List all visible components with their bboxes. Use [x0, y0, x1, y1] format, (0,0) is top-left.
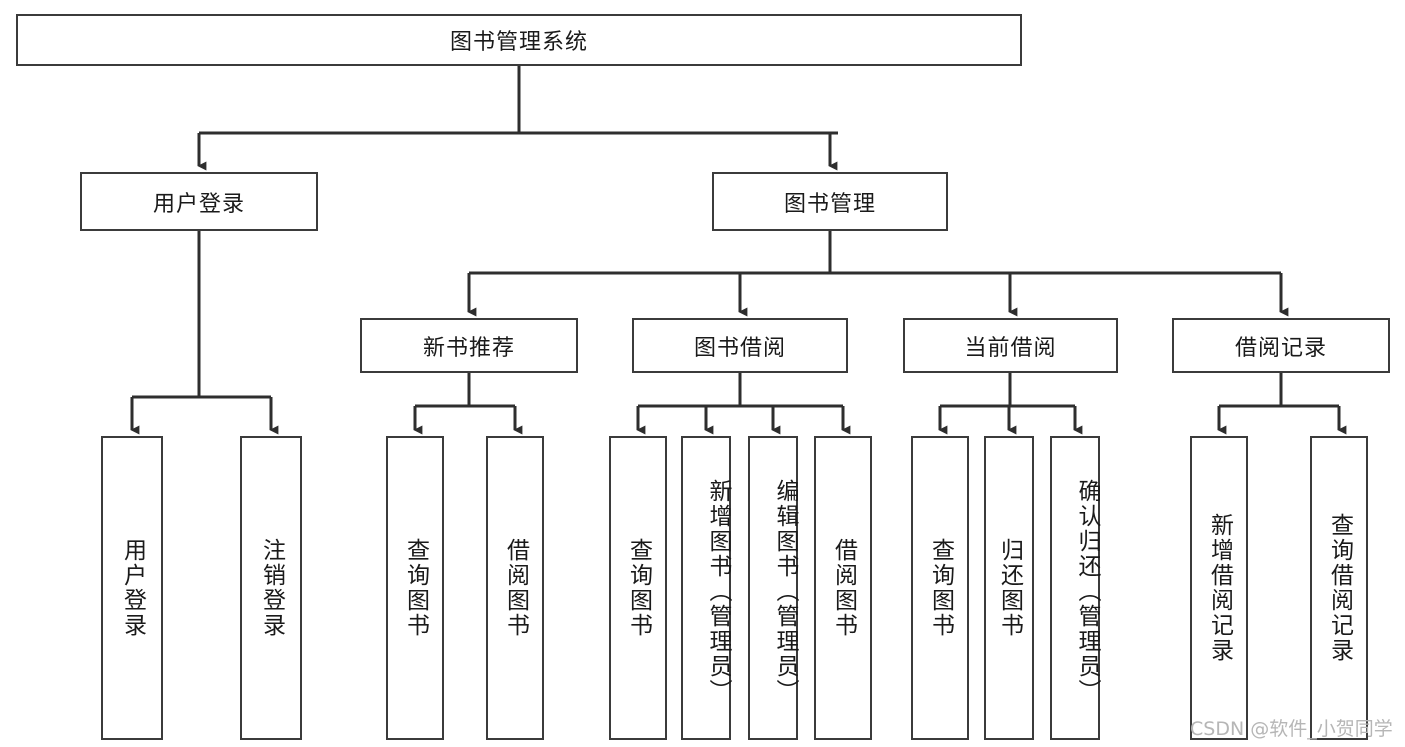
leaf-edit-book-admin-label: 编辑图书（管理员）: [772, 478, 798, 704]
node-book-management[interactable]: 图书管理: [712, 172, 948, 231]
leaf-query-book-current-label: 查询图书: [927, 538, 954, 638]
node-book-borrow-label: 图书借阅: [693, 335, 786, 361]
leaf-query-book-recommend[interactable]: 查询图书: [386, 436, 444, 740]
node-book-management-label: 图书管理: [783, 191, 876, 217]
node-root-label: 图书管理系统: [449, 30, 588, 55]
leaf-add-borrow-record[interactable]: 新增借阅记录: [1190, 436, 1248, 740]
leaf-return-book[interactable]: 归还图书: [984, 436, 1034, 740]
node-new-book-recommend[interactable]: 新书推荐: [360, 318, 578, 373]
node-user-login-label: 用户登录: [152, 191, 245, 217]
leaf-user-login[interactable]: 用户登录: [101, 436, 163, 740]
leaf-add-book-admin[interactable]: 新增图书（管理员）: [681, 436, 731, 740]
node-current-borrow-label: 当前借阅: [964, 335, 1057, 361]
node-book-borrow[interactable]: 图书借阅: [632, 318, 848, 373]
node-borrow-record[interactable]: 借阅记录: [1172, 318, 1390, 373]
leaf-query-book-borrow[interactable]: 查询图书: [609, 436, 667, 740]
leaf-query-book-recommend-label: 查询图书: [402, 538, 429, 638]
leaf-add-book-admin-label: 新增图书（管理员）: [705, 478, 731, 704]
leaf-add-borrow-record-label: 新增借阅记录: [1206, 513, 1233, 663]
node-borrow-record-label: 借阅记录: [1234, 335, 1327, 361]
leaf-confirm-return-admin-label: 确认归还（管理员）: [1074, 478, 1100, 704]
leaf-query-book-current[interactable]: 查询图书: [911, 436, 969, 740]
leaf-return-book-label: 归还图书: [996, 538, 1023, 638]
leaf-borrow-book-label: 借阅图书: [830, 538, 857, 638]
leaf-logout[interactable]: 注销登录: [240, 436, 302, 740]
watermark: CSDN @软件_小贺同学: [1190, 718, 1393, 740]
leaf-logout-label: 注销登录: [258, 538, 285, 638]
node-root[interactable]: 图书管理系统: [16, 14, 1022, 66]
leaf-query-borrow-record[interactable]: 查询借阅记录: [1310, 436, 1368, 740]
node-new-book-recommend-label: 新书推荐: [422, 335, 515, 361]
leaf-borrow-book-recommend-label: 借阅图书: [502, 538, 529, 638]
leaf-user-login-label: 用户登录: [119, 538, 146, 638]
leaf-borrow-book[interactable]: 借阅图书: [814, 436, 872, 740]
leaf-borrow-book-recommend[interactable]: 借阅图书: [486, 436, 544, 740]
leaf-query-borrow-record-label: 查询借阅记录: [1326, 513, 1353, 663]
leaf-query-book-borrow-label: 查询图书: [625, 538, 652, 638]
leaf-confirm-return-admin[interactable]: 确认归还（管理员）: [1050, 436, 1100, 740]
node-current-borrow[interactable]: 当前借阅: [903, 318, 1118, 373]
leaf-edit-book-admin[interactable]: 编辑图书（管理员）: [748, 436, 798, 740]
node-user-login[interactable]: 用户登录: [80, 172, 318, 231]
